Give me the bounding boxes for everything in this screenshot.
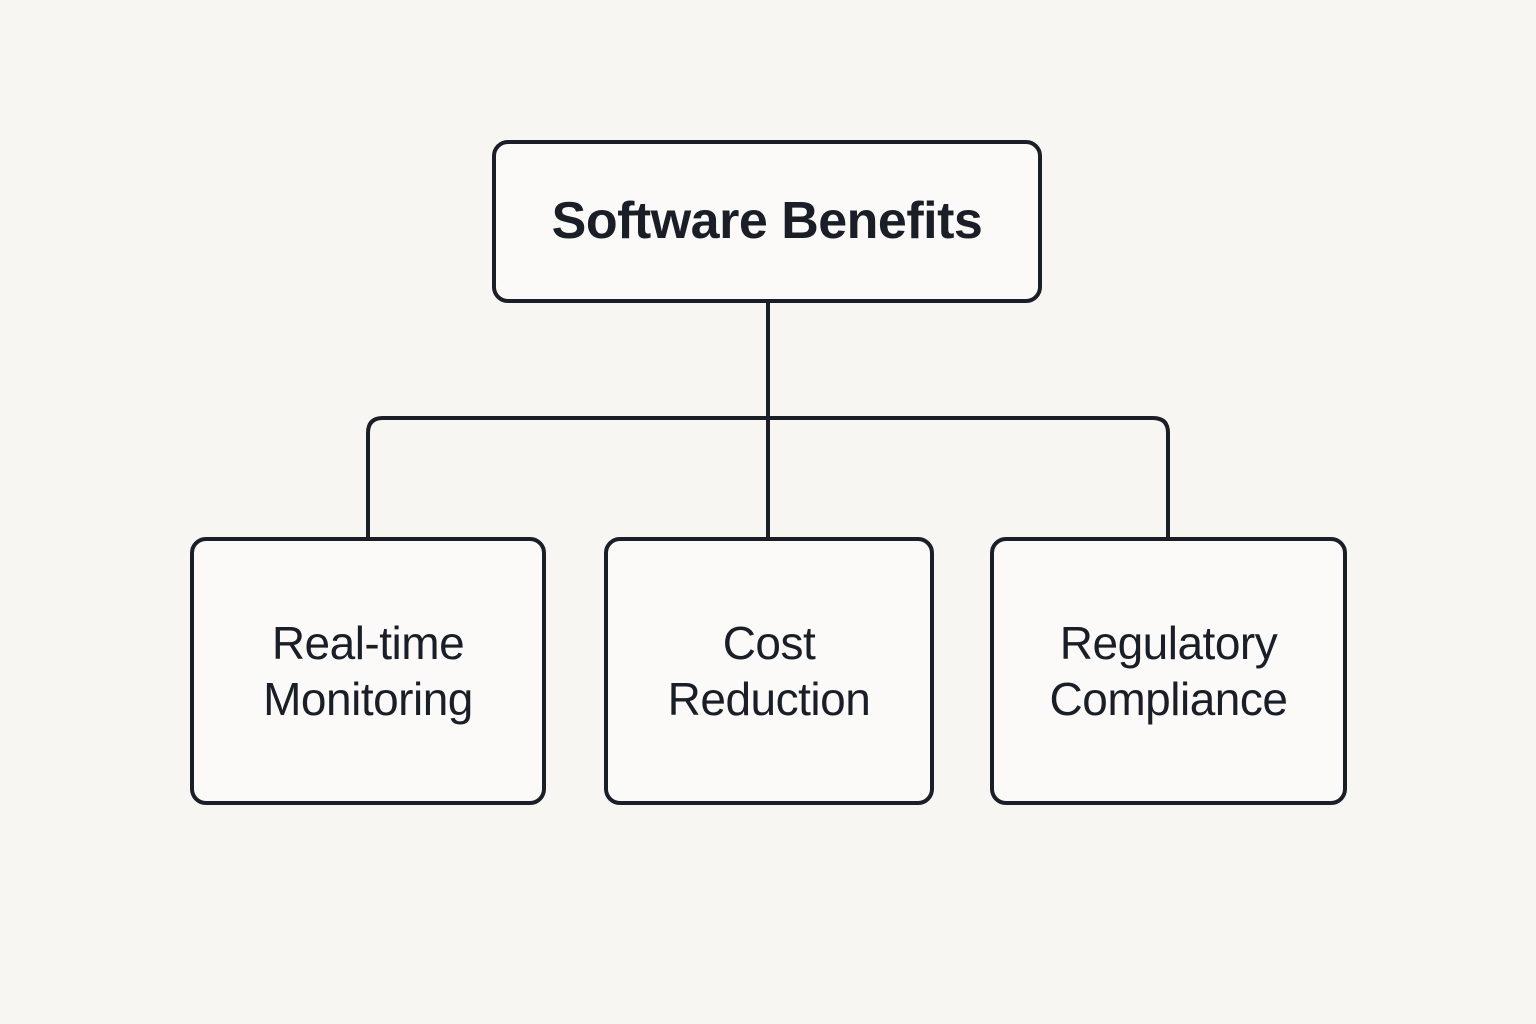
node-real-time-monitoring-label: Real-time Monitoring (263, 616, 473, 725)
node-regulatory-compliance-label: Regulatory Compliance (1049, 616, 1288, 725)
node-cost-reduction[interactable]: Cost Reduction (604, 537, 934, 805)
node-root-label: Software Benefits (551, 191, 983, 250)
node-real-time-monitoring[interactable]: Real-time Monitoring (190, 537, 546, 805)
node-cost-reduction-label: Cost Reduction (667, 616, 871, 725)
connector-bus-to-left (366, 416, 768, 537)
node-regulatory-compliance[interactable]: Regulatory Compliance (990, 537, 1347, 805)
connector-bus-to-right (768, 416, 1170, 537)
node-root[interactable]: Software Benefits (492, 140, 1042, 303)
